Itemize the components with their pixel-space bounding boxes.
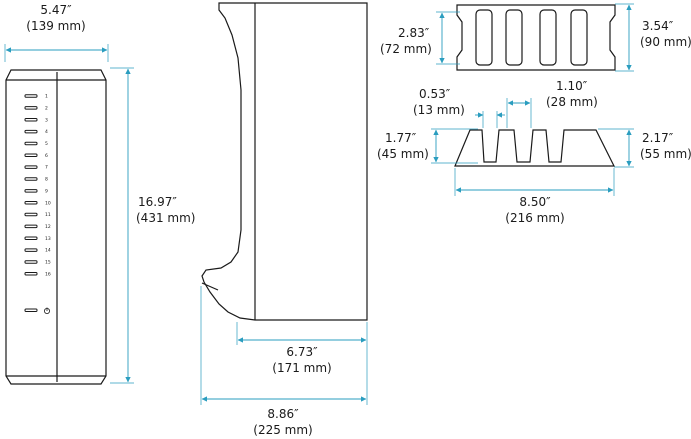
comb-width-mm: (216 mm) bbox=[505, 211, 564, 225]
slot-indicator bbox=[24, 94, 38, 98]
comb-inner-in: 1.77″ bbox=[385, 131, 417, 145]
top-outer-mm: (90 mm) bbox=[640, 35, 691, 49]
slot-indicator bbox=[24, 141, 38, 146]
slot-number: 2 bbox=[45, 105, 48, 111]
top-pitch-in: 1.10″ bbox=[556, 79, 588, 93]
top-pitch-mm: (28 mm) bbox=[546, 95, 598, 109]
slot-indicator bbox=[24, 236, 38, 240]
slot-number: 11 bbox=[45, 212, 51, 218]
front-height-in: 16.97″ bbox=[138, 195, 177, 209]
side-total-mm: (225 mm) bbox=[253, 423, 312, 437]
side-body-outline bbox=[201, 2, 368, 321]
power-icon bbox=[44, 307, 51, 314]
slot-number: 15 bbox=[45, 260, 51, 266]
slot-indicator bbox=[24, 129, 38, 134]
slot-indicator bbox=[24, 165, 38, 169]
slot-number: 8 bbox=[45, 177, 48, 183]
slot-number: 6 bbox=[45, 153, 48, 159]
slot-indicator bbox=[24, 153, 38, 158]
slot-indicator bbox=[24, 118, 38, 122]
side-total-in: 8.86″ bbox=[267, 407, 299, 421]
slot-indicator bbox=[24, 272, 38, 276]
top-outer-in: 3.54″ bbox=[642, 19, 674, 33]
slot-number: 1 bbox=[45, 94, 48, 100]
slot-indicator bbox=[24, 189, 38, 193]
slot-indicator bbox=[24, 212, 38, 217]
slot-number: 9 bbox=[45, 188, 48, 194]
slot-number: 10 bbox=[45, 200, 51, 206]
power-indicator bbox=[24, 308, 38, 312]
slot-number: 7 bbox=[45, 165, 48, 171]
slot-indicator bbox=[24, 248, 38, 252]
top-view: 2.83″ (72 mm) 3.54″ (90 mm) 1.10″ (28 mm… bbox=[380, 3, 691, 109]
slot-indicator bbox=[24, 106, 38, 110]
front-width-mm: (139 mm) bbox=[26, 19, 85, 33]
slot-number: 3 bbox=[45, 117, 48, 123]
side-foot-edge bbox=[201, 282, 219, 291]
front-height-mm: (431 mm) bbox=[136, 211, 195, 225]
top-slot-2 bbox=[505, 9, 523, 66]
top-height-mm: (72 mm) bbox=[380, 42, 432, 56]
slot-number: 5 bbox=[45, 141, 48, 147]
side-view: 6.73″ (171 mm) 8.86″ (225 mm) bbox=[200, 2, 368, 437]
slot-indicator bbox=[24, 224, 38, 229]
top-height-in: 2.83″ bbox=[398, 26, 430, 40]
front-width-in: 5.47″ bbox=[40, 3, 72, 17]
slot-indicator bbox=[24, 177, 38, 181]
comb-outer-in: 2.17″ bbox=[642, 131, 674, 145]
slot-indicator bbox=[24, 200, 38, 205]
slot-number: 4 bbox=[45, 129, 48, 135]
slot-number: 16 bbox=[45, 271, 51, 277]
slot-indicator bbox=[24, 260, 38, 264]
slot-number: 13 bbox=[45, 236, 51, 242]
comb-slot-in: 0.53″ bbox=[419, 87, 451, 101]
top-body-outline bbox=[456, 4, 616, 71]
top-slot-4 bbox=[570, 9, 588, 66]
side-base-mm: (171 mm) bbox=[272, 361, 331, 375]
slot-number: 12 bbox=[45, 224, 51, 230]
comb-view: 0.53″ (13 mm) 1.77″ (45 mm) 2.17″ (55 mm… bbox=[377, 87, 691, 225]
comb-slot-mm: (13 mm) bbox=[413, 103, 465, 117]
comb-outer-mm: (55 mm) bbox=[640, 147, 691, 161]
comb-inner-mm: (45 mm) bbox=[377, 147, 429, 161]
comb-body-outline bbox=[454, 129, 615, 167]
side-base-in: 6.73″ bbox=[286, 345, 318, 359]
top-slot-1 bbox=[475, 9, 493, 66]
slot-number: 14 bbox=[45, 248, 51, 254]
comb-width-in: 8.50″ bbox=[519, 195, 551, 209]
top-slot-3 bbox=[539, 9, 557, 66]
front-body-outline bbox=[5, 69, 107, 385]
